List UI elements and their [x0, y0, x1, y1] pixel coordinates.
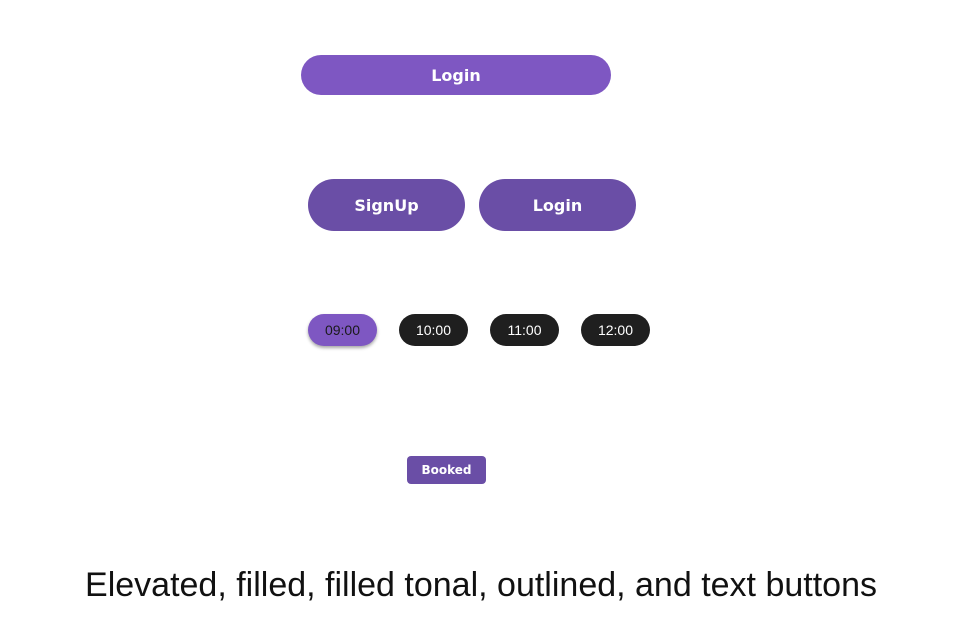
time-chip-0900[interactable]: 09:00 — [308, 314, 377, 346]
time-chip-1000[interactable]: 10:00 — [399, 314, 468, 346]
time-chip-1200[interactable]: 12:00 — [581, 314, 650, 346]
login-button-secondary[interactable]: Login — [479, 179, 636, 231]
booked-button[interactable]: Booked — [407, 456, 486, 484]
signup-button[interactable]: SignUp — [308, 179, 465, 231]
time-chip-1100[interactable]: 11:00 — [490, 314, 559, 346]
page-caption: Elevated, filled, filled tonal, outlined… — [85, 566, 877, 604]
login-button-primary[interactable]: Login — [301, 55, 611, 95]
